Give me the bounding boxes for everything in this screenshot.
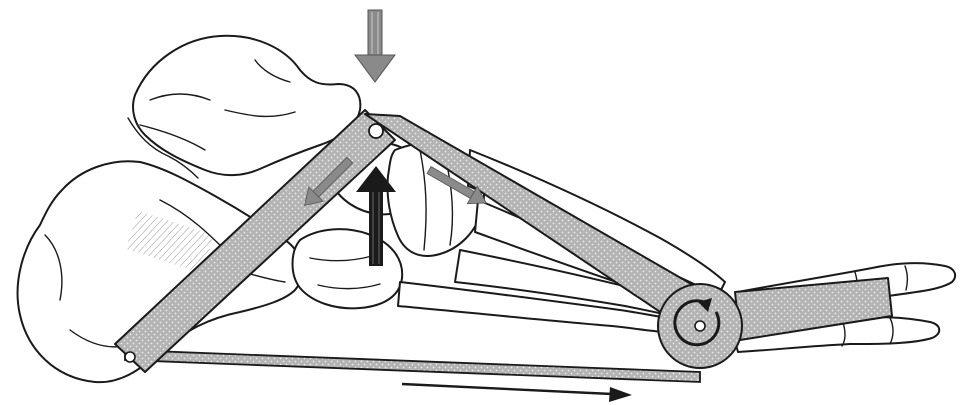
plantar-fascia-tie bbox=[125, 350, 700, 382]
windlass-axle bbox=[695, 321, 705, 331]
tie-tension-arrow bbox=[402, 384, 632, 402]
cuboid-bone bbox=[293, 229, 403, 308]
load-arrow-down bbox=[355, 10, 395, 82]
heel-pin-joint bbox=[125, 352, 135, 362]
apex-pin-joint bbox=[369, 124, 383, 138]
